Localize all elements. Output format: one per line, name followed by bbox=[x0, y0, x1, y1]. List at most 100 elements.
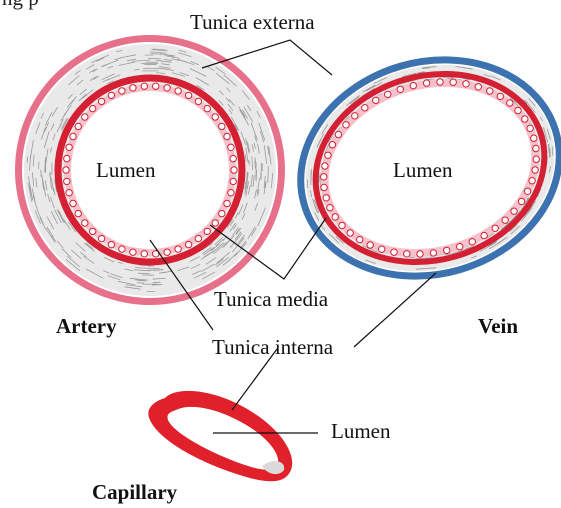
endothelial-cell bbox=[108, 92, 114, 98]
endothelial-cell bbox=[195, 235, 201, 241]
endothelial-cell bbox=[108, 241, 114, 247]
tunica-interna-leader-vein bbox=[354, 273, 436, 347]
endothelial-cell bbox=[404, 251, 410, 257]
endothelial-cell bbox=[164, 85, 170, 91]
endothelial-cell bbox=[357, 236, 363, 242]
endothelial-cell bbox=[373, 97, 379, 103]
endothelial-cell bbox=[141, 251, 147, 257]
endothelial-cell bbox=[175, 88, 181, 94]
endothelial-cell bbox=[130, 249, 136, 255]
endothelial-cell bbox=[70, 200, 76, 206]
endothelial-cell bbox=[492, 225, 498, 231]
endothelial-cell bbox=[90, 105, 96, 111]
endothelial-cell bbox=[531, 135, 537, 141]
endothelial-cell bbox=[64, 155, 70, 161]
endothelial-cell bbox=[437, 79, 443, 85]
endothelial-cell bbox=[507, 100, 513, 106]
endothelial-cell bbox=[219, 210, 225, 216]
endothelial-cell bbox=[153, 83, 159, 89]
artery-lumen-label: Lumen bbox=[96, 160, 155, 181]
endothelial-cell bbox=[64, 178, 70, 184]
endothelial-cell bbox=[212, 114, 218, 120]
endothelial-cell bbox=[224, 200, 230, 206]
endothelial-cell bbox=[518, 198, 524, 204]
endothelial-cell bbox=[515, 107, 521, 113]
endothelial-cell bbox=[185, 92, 191, 98]
endothelial-cell bbox=[119, 88, 125, 94]
endothelial-cell bbox=[533, 156, 539, 162]
endothelial-cell bbox=[475, 84, 481, 90]
endothelial-cell bbox=[450, 79, 456, 85]
endothelial-cell bbox=[487, 88, 493, 94]
endothelial-cell bbox=[524, 188, 530, 194]
endothelial-cell bbox=[325, 152, 331, 158]
endothelial-cell bbox=[329, 142, 335, 148]
endothelial-cell bbox=[75, 210, 81, 216]
endothelial-cell bbox=[185, 241, 191, 247]
endothelial-cell bbox=[430, 250, 436, 256]
endothelial-cell bbox=[98, 235, 104, 241]
endothelial-cell bbox=[321, 184, 327, 190]
endothelial-cell bbox=[82, 220, 88, 226]
endothelial-cell bbox=[532, 167, 538, 173]
endothelial-cell bbox=[130, 85, 136, 91]
endothelial-cell bbox=[527, 125, 533, 131]
endothelial-cell bbox=[423, 80, 429, 86]
endothelial-cell bbox=[224, 133, 230, 139]
endothelial-cell bbox=[327, 205, 333, 211]
endothelial-cell bbox=[502, 217, 508, 223]
vein-title: Vein bbox=[478, 316, 518, 337]
endothelial-cell bbox=[367, 242, 373, 248]
endothelial-cell bbox=[379, 246, 385, 252]
endothelial-cell bbox=[230, 178, 236, 184]
endothelial-cell bbox=[385, 91, 391, 97]
endothelial-cell bbox=[469, 239, 475, 245]
endothelial-cell bbox=[332, 214, 338, 220]
endothelial-cell bbox=[339, 222, 345, 228]
endothelial-cell bbox=[141, 83, 147, 89]
endothelial-cell bbox=[410, 82, 416, 88]
endothelial-cell bbox=[204, 228, 210, 234]
endothelial-cell bbox=[335, 131, 341, 137]
endothelial-cell bbox=[70, 133, 76, 139]
endothelial-cell bbox=[347, 230, 353, 236]
muscle-fiber bbox=[138, 280, 145, 281]
endothelial-cell bbox=[397, 86, 403, 92]
muscle-fiber bbox=[150, 268, 159, 269]
endothelial-cell bbox=[322, 163, 328, 169]
endothelial-cell bbox=[417, 251, 423, 257]
top-cut-text: ng p bbox=[2, 0, 39, 9]
endothelial-cell bbox=[352, 113, 358, 119]
endothelial-cell bbox=[195, 98, 201, 104]
capillary-cross-section bbox=[148, 391, 292, 481]
tunica-media-label: Tunica media bbox=[214, 289, 328, 310]
endothelial-cell bbox=[391, 249, 397, 255]
endothelial-cell bbox=[175, 246, 181, 252]
endothelial-cell bbox=[457, 244, 463, 250]
endothelial-cell bbox=[119, 246, 125, 252]
endothelial-cell bbox=[66, 144, 72, 150]
endothelial-cell bbox=[321, 174, 327, 180]
endothelial-cell bbox=[75, 123, 81, 129]
muscle-fiber bbox=[443, 78, 453, 79]
tunica-externa-label: Tunica externa bbox=[190, 12, 315, 33]
vein-lumen-label: Lumen bbox=[393, 160, 452, 181]
endothelial-cell bbox=[228, 190, 234, 196]
endothelial-cell bbox=[98, 98, 104, 104]
endothelial-cell bbox=[497, 93, 503, 99]
endothelial-cell bbox=[533, 145, 539, 151]
endothelial-cell bbox=[219, 123, 225, 129]
endothelial-cell bbox=[323, 195, 329, 201]
endothelial-cell bbox=[231, 167, 237, 173]
muscle-fiber bbox=[45, 160, 46, 172]
endothelial-cell bbox=[204, 105, 210, 111]
endothelial-cell bbox=[66, 190, 72, 196]
endothelial-cell bbox=[82, 114, 88, 120]
endothelial-cell bbox=[164, 249, 170, 255]
endothelial-cell bbox=[529, 178, 535, 184]
endothelial-cell bbox=[343, 122, 349, 128]
endothelial-cell bbox=[212, 220, 218, 226]
endothelial-cell bbox=[90, 228, 96, 234]
